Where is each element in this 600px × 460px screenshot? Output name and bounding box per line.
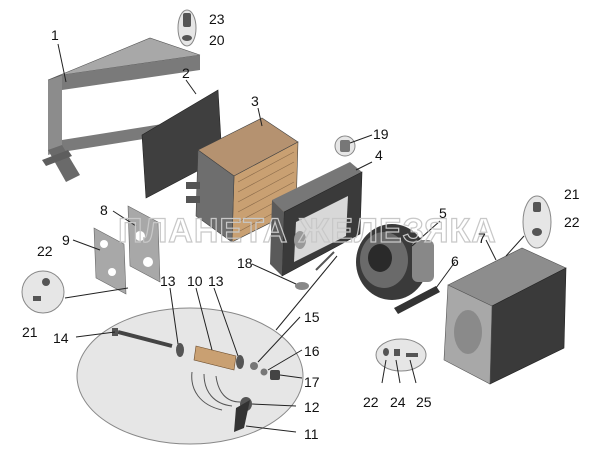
- callout-5: 5: [439, 205, 447, 221]
- callout-24: 24: [390, 394, 406, 410]
- part-19-cap: [340, 140, 350, 152]
- callout-21-left: 21: [22, 324, 38, 340]
- callout-13a: 13: [160, 273, 176, 289]
- part-11-sensor: [234, 400, 250, 432]
- callout-7: 7: [478, 230, 486, 246]
- part-22-24-25: [383, 348, 418, 357]
- part-wires: [191, 371, 241, 411]
- callout-19: 19: [373, 126, 389, 142]
- callout-22-right: 22: [564, 214, 580, 230]
- part-23-bolt: [182, 13, 192, 41]
- leader-lines: [57, 43, 525, 433]
- callout-18: 18: [237, 255, 253, 271]
- part-16-ring: [260, 368, 268, 376]
- callout-12: 12: [304, 399, 320, 415]
- part-4-frame: [270, 162, 363, 277]
- part-8-plate: [127, 205, 161, 283]
- callout-2: 2: [182, 65, 190, 81]
- callout-labels: 1 2 3 4 5 6 7 8 9 10 11 12 13 13 14 15 1…: [22, 11, 580, 442]
- callout-6: 6: [451, 253, 459, 269]
- detail-ellipse-right: [522, 195, 552, 249]
- part-17-nut: [270, 370, 280, 380]
- callout-23: 23: [209, 11, 225, 27]
- part-5-fan: [356, 224, 434, 300]
- part-15-ring: [250, 362, 258, 370]
- part-6-strip: [394, 286, 440, 314]
- part-21-22-right: [532, 202, 542, 236]
- callout-15: 15: [304, 309, 320, 325]
- part-9-plate: [93, 227, 127, 295]
- part-10-sleeve: [193, 345, 237, 371]
- callout-9: 9: [62, 232, 70, 248]
- callout-21-right: 21: [564, 186, 580, 202]
- detail-ellipse-bottom: [375, 338, 427, 372]
- callout-8: 8: [100, 202, 108, 218]
- detail-circle-left: [21, 270, 65, 314]
- part-7-housing: [443, 247, 567, 385]
- callout-22-bottom: 22: [363, 394, 379, 410]
- watermark-text: ПЛАНЕТА ЖЕЛЕЗЯКА: [118, 212, 497, 250]
- part-13-washer-left: [176, 343, 184, 357]
- part-21-22-left: [33, 278, 50, 301]
- callout-25: 25: [416, 394, 432, 410]
- callout-3: 3: [251, 93, 259, 109]
- callout-22-left: 22: [37, 243, 53, 259]
- callout-17: 17: [304, 374, 320, 390]
- callout-4: 4: [375, 147, 383, 163]
- callout-16: 16: [304, 343, 320, 359]
- callout-13b: 13: [208, 273, 224, 289]
- callout-10: 10: [187, 273, 203, 289]
- part-13-washer-right: [236, 355, 244, 369]
- detail-ellipse: [76, 307, 304, 445]
- callout-14: 14: [53, 330, 69, 346]
- callout-11: 11: [304, 426, 319, 442]
- callout-20: 20: [209, 32, 225, 48]
- part-1-bracket: [42, 37, 201, 182]
- callout-1: 1: [51, 27, 59, 43]
- part-18-clamp: [295, 251, 335, 290]
